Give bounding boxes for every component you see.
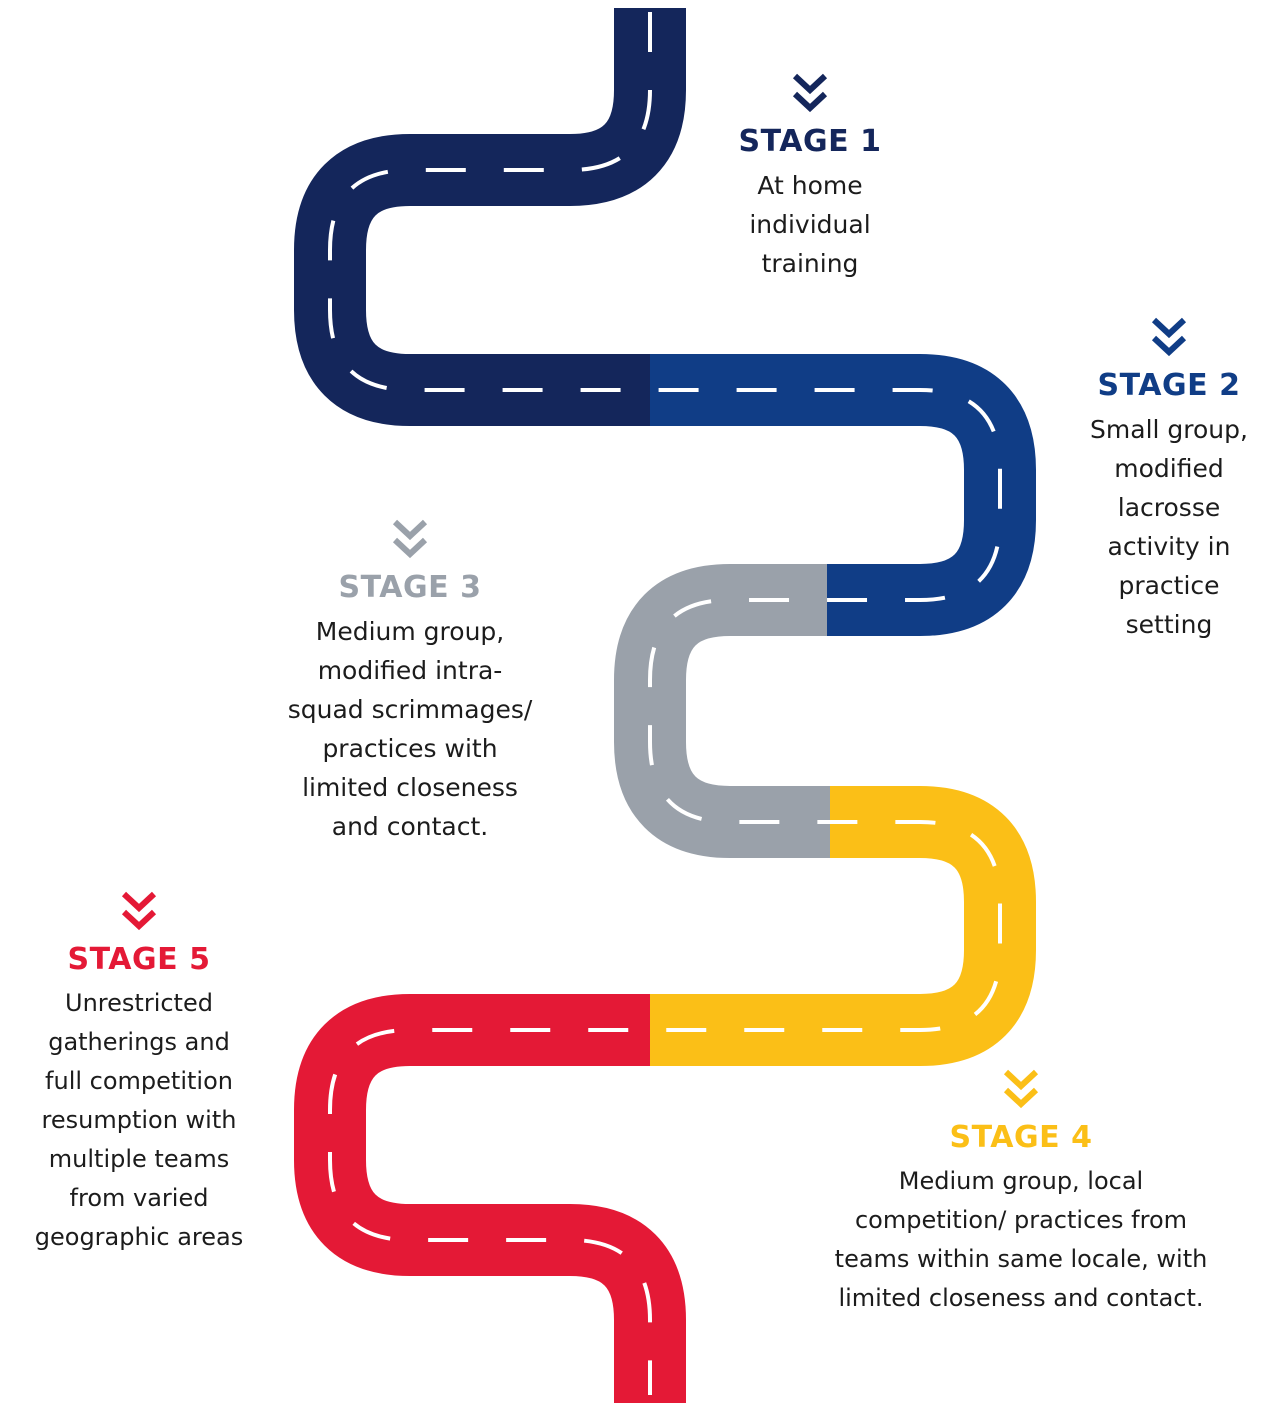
stage-4-desc-line: Medium group, local — [898, 1167, 1144, 1195]
stage-2-desc-line: lacrosse — [1117, 493, 1221, 522]
road-segment-stage-3 — [614, 564, 831, 858]
stage-3-desc-line: squad scrimmages/ — [287, 695, 533, 724]
stage-1-desc-line: At home — [757, 171, 863, 200]
stage-3-title: STAGE 3 — [338, 570, 482, 605]
road-segment-stage-5 — [294, 994, 686, 1403]
stage-4-desc-line: limited closeness and contact. — [838, 1284, 1204, 1312]
stage-1-description: At home individual training — [690, 166, 930, 283]
stage-5-desc-line: full competition — [45, 1067, 233, 1095]
stage-5-description: Unrestricted gatherings and full competi… — [6, 984, 272, 1257]
stage-2-label-block: STAGE 2 Small group, modified lacrosse a… — [1062, 316, 1276, 644]
stage-2-desc-line: practice — [1118, 571, 1220, 600]
stage-3-label-block: STAGE 3 Medium group, modified intra- sq… — [250, 518, 570, 846]
stage-1-desc-line: training — [761, 249, 859, 278]
stage-1-title: STAGE 1 — [738, 124, 882, 159]
chevron-double-down-icon — [121, 891, 157, 931]
stage-4-label-block: STAGE 4 Medium group, local competition/… — [768, 1068, 1274, 1318]
stage-5-title: STAGE 5 — [67, 942, 211, 977]
stage-4-description: Medium group, local competition/ practic… — [768, 1162, 1274, 1318]
stage-3-desc-line: practices with — [322, 734, 498, 763]
stage-5-desc-line: gatherings and — [48, 1028, 230, 1056]
stage-2-desc-line: modified — [1114, 454, 1224, 483]
chevron-double-down-icon — [792, 73, 828, 113]
stage-3-desc-line: Medium group, — [315, 617, 505, 646]
stage-5-desc-line: Unrestricted — [65, 989, 213, 1017]
stage-2-desc-line: Small group, — [1090, 415, 1248, 444]
stage-5-desc-line: resumption with — [41, 1106, 237, 1134]
road-segment-stage-1 — [294, 8, 686, 426]
stage-4-desc-line: teams within same locale, with — [834, 1245, 1208, 1273]
stage-4-desc-line: competition/ practices from — [854, 1206, 1188, 1234]
stage-3-description: Medium group, modified intra- squad scri… — [250, 612, 570, 846]
stage-5-desc-line: from varied — [69, 1184, 209, 1212]
chevron-double-down-icon — [1151, 317, 1187, 357]
stage-2-title: STAGE 2 — [1097, 368, 1241, 403]
chevron-double-down-icon — [392, 519, 428, 559]
stage-4-title: STAGE 4 — [949, 1120, 1093, 1155]
stage-5-desc-line: geographic areas — [34, 1223, 244, 1251]
stage-2-desc-line: setting — [1125, 610, 1213, 639]
stage-3-desc-line: and contact. — [331, 812, 489, 841]
stage-1-desc-line: individual — [749, 210, 871, 239]
stage-1-label-block: STAGE 1 At home individual training — [690, 72, 930, 283]
stage-3-desc-line: limited closeness — [302, 773, 518, 802]
stage-2-description: Small group, modified lacrosse activity … — [1062, 410, 1276, 644]
stage-3-desc-line: modified intra- — [317, 656, 503, 685]
chevron-double-down-icon — [1003, 1069, 1039, 1109]
stage-5-desc-line: multiple teams — [48, 1145, 230, 1173]
road-center-dashes — [328, 12, 1002, 1395]
stage-5-label-block: STAGE 5 Unrestricted gatherings and full… — [6, 890, 272, 1257]
stage-2-desc-line: activity in — [1107, 532, 1231, 561]
